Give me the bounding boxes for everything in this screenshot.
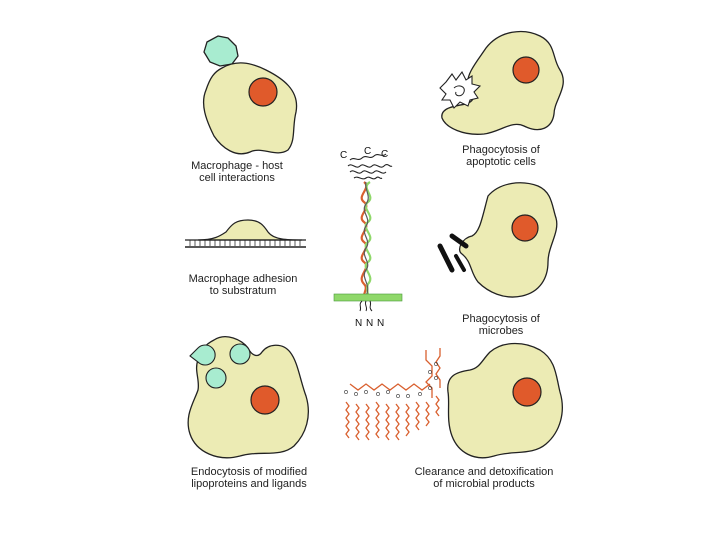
apoptotic-cell	[439, 70, 482, 109]
microbe-rod	[454, 254, 466, 272]
adhesion-caption: Macrophage adhesion to substratum	[174, 273, 312, 297]
lipoprotein-particle	[205, 367, 227, 389]
macrophage-cell	[458, 182, 558, 298]
apoptotic-panel	[439, 30, 564, 135]
caption-line: Macrophage adhesion	[188, 273, 298, 285]
caption-line: lipoproteins and ligands	[191, 478, 307, 490]
adhesion-receptors	[189, 240, 301, 246]
host-cell	[203, 35, 239, 67]
nucleus	[250, 385, 280, 415]
coiled-coil-strand	[360, 181, 368, 297]
host-interactions-caption: Macrophage - host cell interactions	[168, 160, 306, 184]
caption-line: Endocytosis of modified	[190, 466, 308, 478]
adhesion-panel	[185, 219, 306, 248]
c-terminus-label: C	[340, 150, 347, 161]
apoptotic-nucleus	[453, 85, 465, 97]
clearance-caption: Clearance and detoxification of microbia…	[396, 466, 572, 490]
caption-line: apoptotic cells	[466, 156, 536, 168]
nucleus	[512, 56, 540, 84]
lipid-chains	[345, 348, 441, 441]
lipoprotein-particle	[229, 343, 251, 365]
cell-membrane	[333, 293, 403, 302]
apoptotic-caption: Phagocytosis of apoptotic cells	[432, 144, 570, 168]
coiled-coil-strand	[363, 181, 369, 297]
host-interaction-panel	[202, 35, 298, 155]
nucleus	[511, 214, 539, 242]
macrophage-cell	[202, 62, 298, 155]
nucleus	[248, 77, 278, 107]
caption-line: Clearance and detoxification	[414, 466, 554, 478]
lipoprotein-particle	[189, 344, 216, 366]
macrophage-cell	[447, 342, 563, 459]
caption-line: Macrophage - host	[191, 160, 283, 172]
microbes-caption: Phagocytosis of microbes	[432, 313, 570, 337]
n-terminus-label: N	[355, 318, 362, 329]
cysteine-rich-domain	[347, 153, 393, 180]
cytoplasmic-tails	[359, 300, 373, 312]
n-terminus-label: N	[377, 318, 384, 329]
n-terminus-label: N	[366, 318, 373, 329]
scavenger-receptor: C C C N N N	[333, 146, 403, 329]
adhered-macrophage	[197, 219, 303, 241]
endocytosis-caption: Endocytosis of modified lipoproteins and…	[174, 466, 324, 490]
lps-chemical-groups	[344, 362, 438, 398]
caption-line: cell interactions	[199, 172, 275, 184]
microbes-panel	[437, 182, 558, 298]
caption-line: Phagocytosis of	[462, 313, 540, 325]
nucleus	[512, 377, 542, 407]
c-terminus-label: C	[364, 146, 371, 157]
caption-line: to substratum	[209, 285, 277, 297]
caption-line: microbes	[478, 325, 524, 337]
caption-line: Phagocytosis of	[462, 144, 540, 156]
microbe-rod	[437, 243, 455, 273]
caption-line: of microbial products	[433, 478, 535, 490]
microbe-rod	[449, 233, 469, 249]
endocytosis-panel	[187, 336, 309, 459]
macrophage-cell	[187, 336, 309, 459]
clearance-panel	[344, 342, 563, 459]
